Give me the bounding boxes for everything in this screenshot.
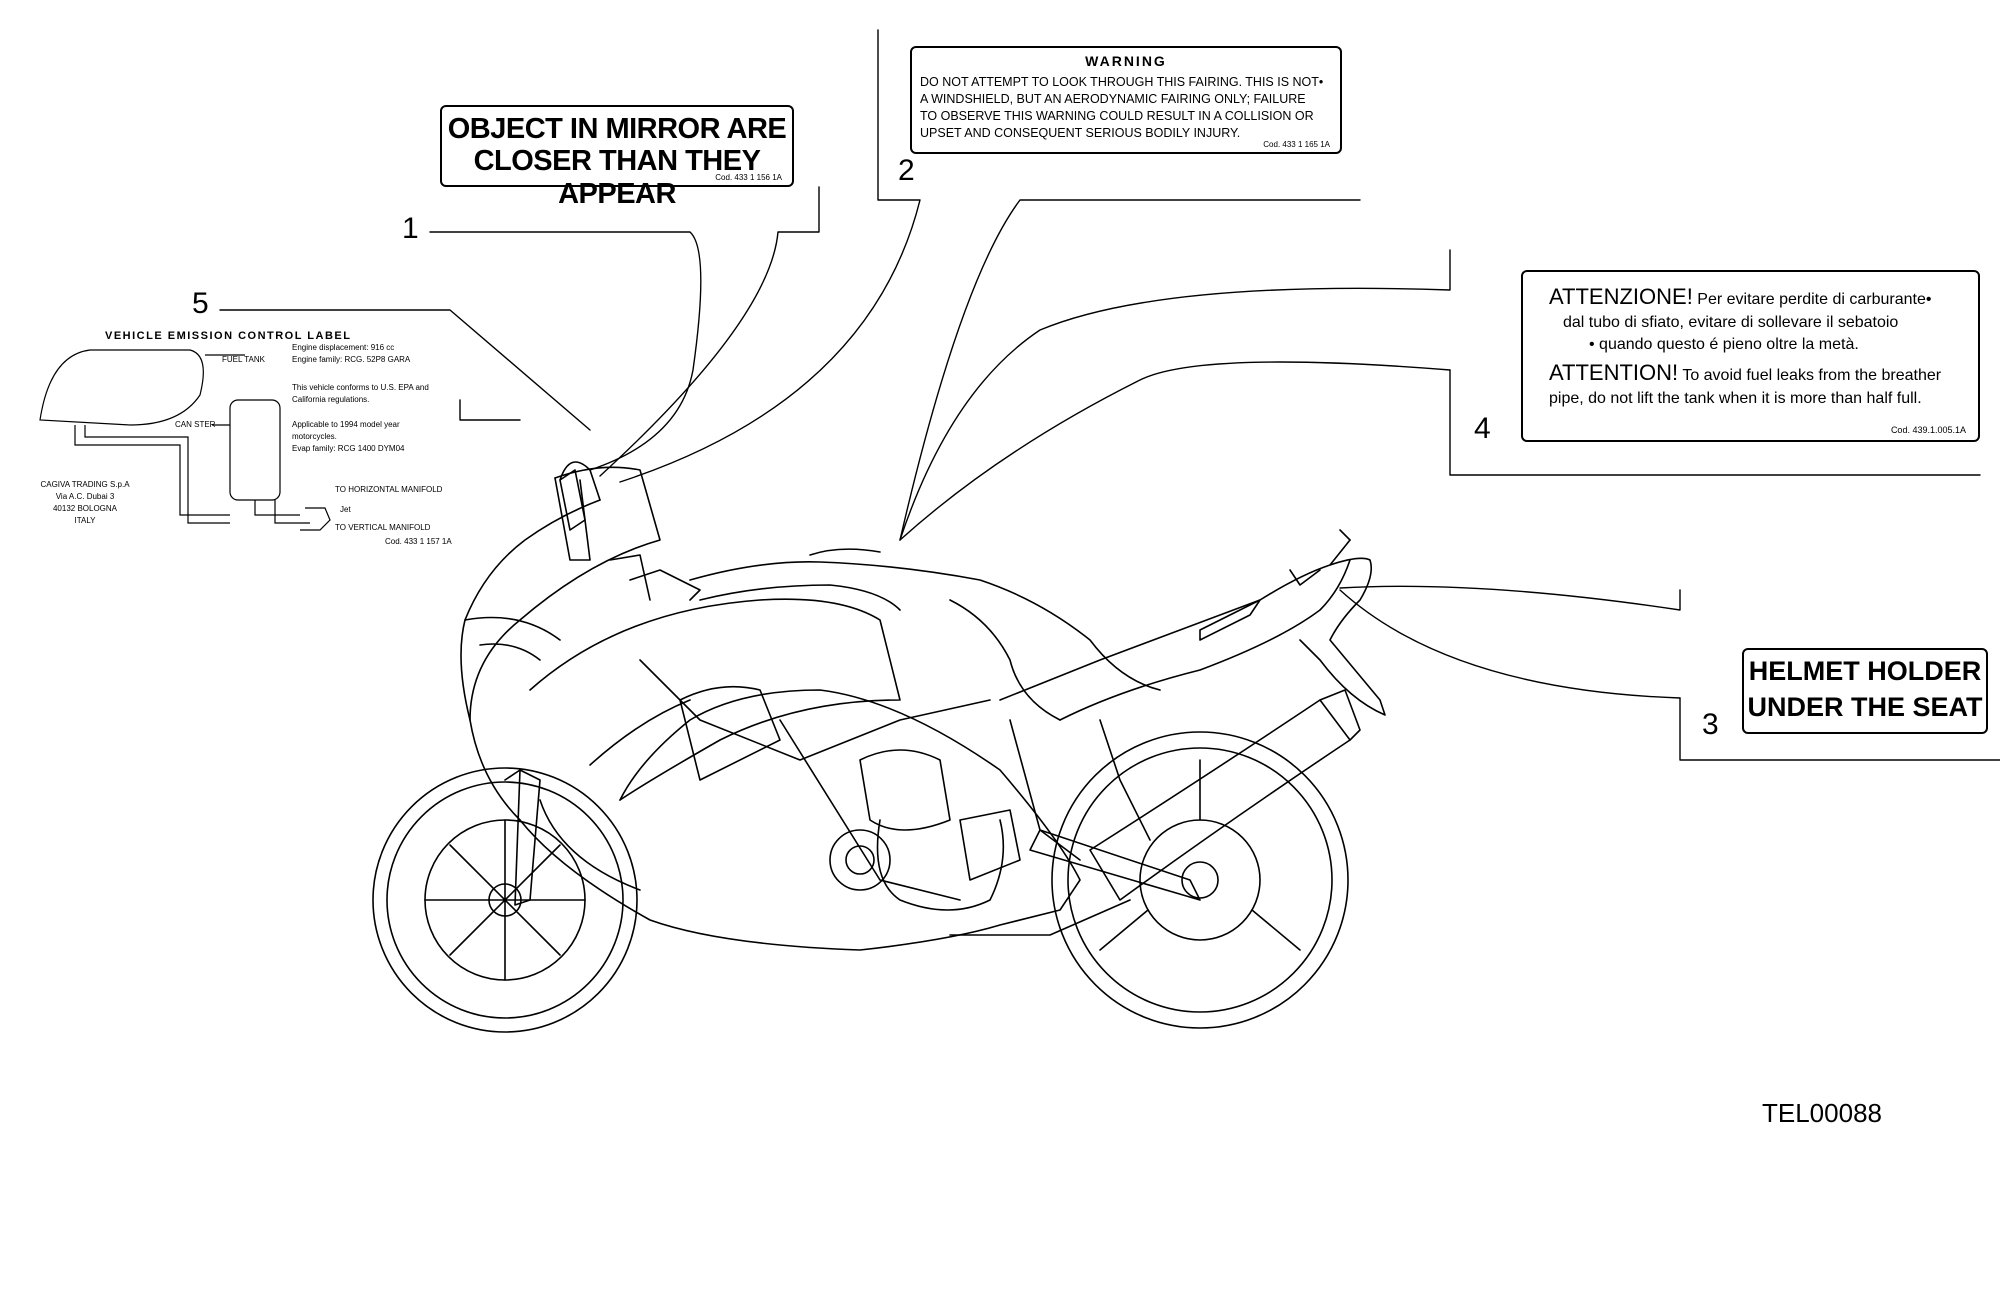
decal-4-en-line-2: pipe, do not lift the tank when it is mo… [1549, 390, 1922, 407]
decal-1-line-1: OBJECT IN MIRROR ARE [447, 113, 787, 145]
decal-4-en-head: ATTENTION! [1549, 360, 1679, 385]
decal-5-spec-2: Engine family: RCG. 52P8 GARA [292, 355, 411, 364]
decal-5-spec-7: Evap family: RCG 1400 DYM04 [292, 444, 405, 453]
callout-5: 5 [192, 287, 209, 320]
decal-4-it-row-1: ATTENZIONE! Per evitare perdite di carbu… [1549, 284, 1931, 310]
decal-3-line-1: HELMET HOLDER [1748, 656, 1982, 686]
callout-4: 4 [1474, 412, 1491, 445]
decal-5-canister: CAN STER [175, 420, 216, 429]
decal-5-spec-5: Applicable to 1994 model year [292, 420, 400, 429]
decal-emission-control: VEHICLE EMISSION CONTROL LABEL FUEL TANK… [30, 325, 470, 550]
callout-3: 3 [1702, 708, 1719, 741]
decal-helmet-holder: HELMET HOLDER UNDER THE SEAT [1742, 648, 1988, 734]
decal-5-spec-1: Engine displacement: 916 cc [292, 343, 395, 352]
decal-5-address-2: Via A.C. Dubai 3 [55, 492, 115, 501]
decal-5-jet: Jet [340, 505, 351, 514]
decal-2-line-2: A WINDSHIELD, BUT AN AERODYNAMIC FAIRING… [920, 92, 1306, 106]
decal-1-code: Cod. 433 1 156 1A [715, 173, 782, 182]
decal-2-line-3: TO OBSERVE THIS WARNING COULD RESULT IN … [920, 109, 1314, 123]
decal-fairing-warning: WARNING DO NOT ATTEMPT TO LOOK THROUGH T… [910, 46, 1342, 154]
decal-4-code: Cod. 439.1.005.1A [1890, 425, 1966, 435]
decal-5-spec-3: This vehicle conforms to U.S. EPA and [292, 383, 429, 392]
decal-5-fuel-tank: FUEL TANK [222, 355, 265, 364]
decal-4-it-line-1: Per evitare perdite di carburante• [1697, 291, 1932, 308]
motorcycle [372, 461, 1386, 1033]
decal-5-spec-6: motorcycles. [292, 432, 337, 441]
decal-3-line-2: UNDER THE SEAT [1747, 692, 1983, 722]
drawing-reference: TEL00088 [1762, 1098, 1882, 1128]
decal-fuel-tank-attention: ATTENZIONE! Per evitare perdite di carbu… [1521, 270, 1980, 442]
decal-5-address-3: 40132 BOLOGNA [52, 504, 118, 513]
decal-5-horizontal: TO HORIZONTAL MANIFOLD [335, 485, 443, 494]
decal-2-title: WARNING [1085, 53, 1167, 69]
emission-schematic [39, 349, 331, 531]
decal-5-address-1: CAGIVA TRADING S.p.A [40, 480, 130, 489]
decal-4-it-line-3: • quando questo é pieno oltre la metà. [1589, 336, 1859, 353]
decal-2-code: Cod. 433 1 165 1A [1263, 140, 1330, 149]
decal-4-en-row-1: ATTENTION! To avoid fuel leaks from the … [1549, 360, 1941, 386]
decal-5-title: VEHICLE EMISSION CONTROL LABEL [105, 330, 352, 342]
leader-lines [219, 29, 2000, 761]
decal-4-en-line-1: To avoid fuel leaks from the breather [1682, 367, 1942, 384]
decal-1-line-2: CLOSER THAN THEY APPEAR [473, 145, 761, 210]
callout-1: 1 [402, 212, 419, 245]
decal-4-it-head: ATTENZIONE! [1549, 284, 1693, 309]
decal-5-code: Cod. 433 1 157 1A [385, 537, 452, 546]
decal-5-vertical: TO VERTICAL MANIFOLD [335, 523, 431, 532]
decal-mirror-warning: OBJECT IN MIRROR ARE CLOSER THAN THEY AP… [440, 105, 794, 210]
decal-2-line-4: UPSET AND CONSEQUENT SERIOUS BODILY INJU… [920, 126, 1241, 140]
decal-5-address-4: ITALY [74, 516, 96, 525]
decal-5-spec-4: California regulations. [292, 395, 370, 404]
decal-4-it-line-2: dal tubo di sfiato, evitare di sollevare… [1563, 314, 1899, 331]
decal-2-line-1: DO NOT ATTEMPT TO LOOK THROUGH THIS FAIR… [920, 75, 1324, 89]
callout-2: 2 [898, 154, 915, 187]
